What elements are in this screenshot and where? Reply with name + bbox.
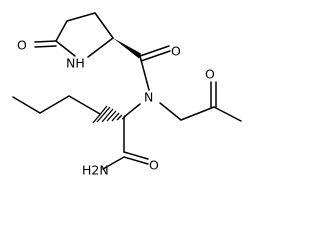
bond-amide-carbonyl-2: [140, 50, 171, 62]
atom-amide-oxygen-bottom: O: [149, 158, 159, 173]
bond-amide-carbonyl-1: [139, 45, 170, 57]
atom-ring-oxygen: O: [17, 38, 27, 53]
bond-ring-n-co: [55, 40, 76, 57]
atom-ketone-oxygen: O: [205, 67, 215, 82]
molecule-structure: O NH O O N O H2N: [12, 12, 242, 178]
atom-tertiary-n: N: [144, 90, 153, 105]
bond-ch2-ch: [68, 95, 101, 115]
bond-amide-c-o-2: [123, 156, 149, 165]
bond-n-ch2: [159, 102, 182, 121]
bond-amide-c-o-1: [123, 151, 149, 160]
bond-ring-ch2-b: [94, 12, 114, 39]
bond-ring-carbonyl-2: [34, 45, 57, 48]
bond-ring-co-ch2: [55, 20, 68, 42]
bond-ch2-ketone-c: [180, 106, 215, 121]
bond-n-calpha: [123, 103, 141, 118]
bond-ring-ch2-a: [66, 12, 96, 22]
atom-amide-oxygen-top: O: [171, 44, 181, 59]
bond-ring-carbonyl-1: [34, 40, 57, 43]
bond-ring-ca-n: [87, 37, 114, 58]
atom-amide-nh2: H2N: [82, 163, 109, 178]
bond-ch-ch3-b: [12, 96, 41, 114]
bond-ketone-ch3: [213, 106, 242, 122]
wedge-bond-stereo-1: [113, 38, 141, 59]
hash-bond-stereo-2: [92, 105, 126, 124]
bond-ch-ch3-a: [39, 95, 70, 114]
bond-amide-c-nh2: [102, 156, 125, 170]
atom-ring-nh: NH: [66, 56, 85, 71]
bond-amide-c-n: [139, 55, 150, 91]
